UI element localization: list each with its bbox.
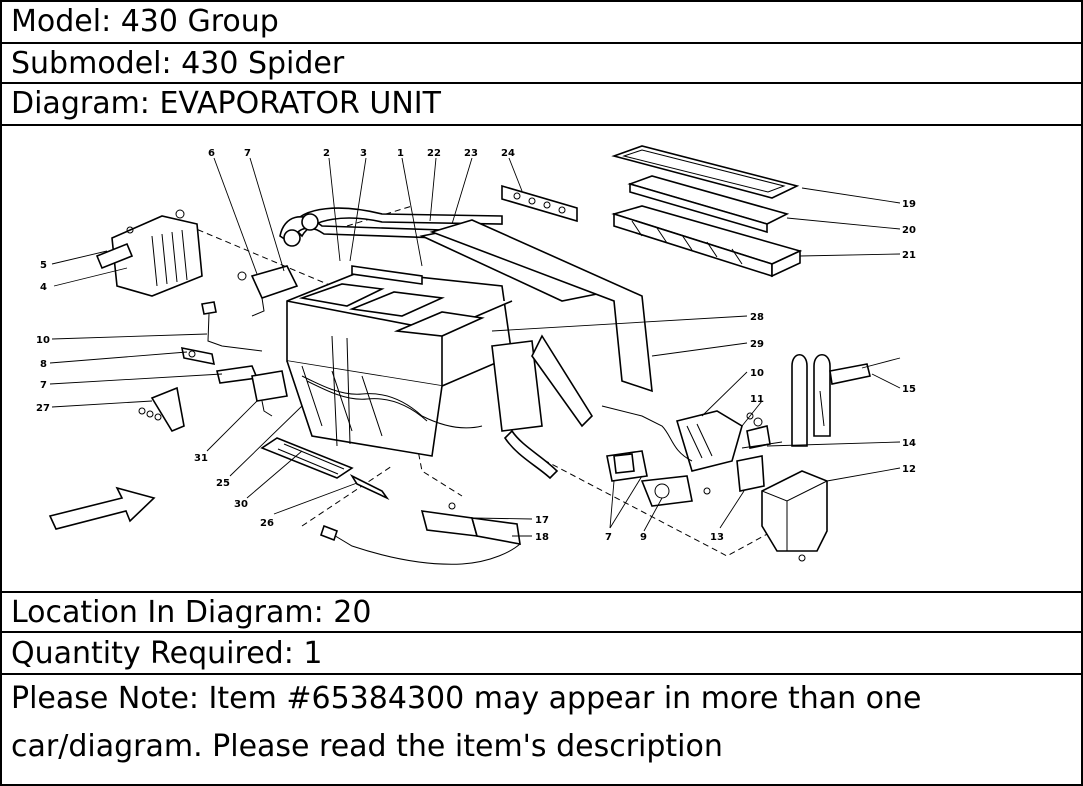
- callout-11: 11: [750, 394, 764, 405]
- callout-6: 6: [208, 148, 215, 159]
- diagram-image-row: 6 7 2 3 1 22 23 24 19 20 21 5 4 10 8 7 2…: [2, 126, 1081, 593]
- location-label: Location In Diagram: 20: [11, 595, 372, 630]
- evaporator-pipes-right: [791, 353, 871, 447]
- resistor-31: [251, 370, 288, 417]
- callout-10-left: 10: [36, 335, 50, 346]
- callout-20: 20: [902, 225, 916, 236]
- drain-hose: [349, 429, 559, 501]
- callout-12: 12: [902, 464, 916, 475]
- note-row: Please Note: Item #65384300 may appear i…: [2, 675, 1081, 784]
- callout-18: 18: [535, 532, 549, 543]
- callout-8: 8: [40, 359, 47, 370]
- callout-1: 1: [397, 148, 404, 159]
- submodel-label: Submodel: 430 Spider: [11, 46, 345, 81]
- callout-19: 19: [902, 199, 916, 210]
- bracket-27: [138, 386, 185, 433]
- callout-28: 28: [750, 312, 764, 323]
- callout-23: 23: [464, 148, 478, 159]
- callout-22: 22: [427, 148, 441, 159]
- callout-4: 4: [40, 282, 47, 293]
- diagram-label: Diagram: EVAPORATOR UNIT: [11, 86, 441, 121]
- callout-10-right: 10: [750, 368, 764, 379]
- callout-2: 2: [323, 148, 330, 159]
- blower-sensor-assembly: [319, 502, 521, 565]
- callout-30: 30: [234, 499, 248, 510]
- callout-17: 17: [535, 515, 549, 526]
- callout-26: 26: [260, 518, 274, 529]
- callout-27: 27: [36, 403, 50, 414]
- callout-29: 29: [750, 339, 764, 350]
- refrigerant-pipes: [279, 207, 503, 247]
- callout-9: 9: [640, 532, 647, 543]
- electronic-module-right: [601, 405, 754, 472]
- callout-7-bottom: 7: [605, 532, 612, 543]
- direction-arrow-icon: [48, 486, 156, 530]
- callout-15: 15: [902, 384, 916, 395]
- flap-actuator: [237, 265, 299, 317]
- callout-25: 25: [216, 478, 230, 489]
- actuator-motor-9: [606, 450, 711, 507]
- submodel-row: Submodel: 430 Spider: [2, 44, 1081, 84]
- callout-3: 3: [360, 148, 367, 159]
- callout-7-top: 7: [244, 148, 251, 159]
- callout-5: 5: [40, 260, 47, 271]
- callout-14: 14: [902, 438, 916, 449]
- callout-13: 13: [710, 532, 724, 543]
- pipe-connector-block: [501, 184, 578, 223]
- model-label: Model: 430 Group: [11, 4, 279, 39]
- callout-7-left: 7: [40, 380, 47, 391]
- callout-numbers: 6 7 2 3 1 22 23 24 19 20 21 5 4 10 8 7 2…: [36, 148, 916, 543]
- model-row: Model: 430 Group: [2, 2, 1081, 44]
- filter-strip-30: [260, 437, 354, 479]
- pollen-filter-assembly: [611, 145, 803, 278]
- receiver-drier-12: [761, 470, 828, 562]
- callout-21: 21: [902, 250, 916, 261]
- callout-31: 31: [194, 453, 208, 464]
- temperature-sensor-left: [180, 301, 263, 384]
- diagram-row: Diagram: EVAPORATOR UNIT: [2, 84, 1081, 126]
- wiring-harness: [301, 335, 483, 447]
- evaporator-housing: [286, 219, 653, 457]
- quantity-row: Quantity Required: 1: [2, 633, 1081, 675]
- quantity-label: Quantity Required: 1: [11, 636, 323, 671]
- callout-24: 24: [501, 148, 515, 159]
- evaporator-unit-diagram: 6 7 2 3 1 22 23 24 19 20 21 5 4 10 8 7 2…: [36, 145, 916, 565]
- location-row: Location In Diagram: 20: [2, 593, 1081, 633]
- control-module: [95, 209, 203, 297]
- note-text: Please Note: Item #65384300 may appear i…: [11, 681, 922, 764]
- expansion-valve: [736, 417, 783, 492]
- callout-leader-lines: [49, 157, 901, 537]
